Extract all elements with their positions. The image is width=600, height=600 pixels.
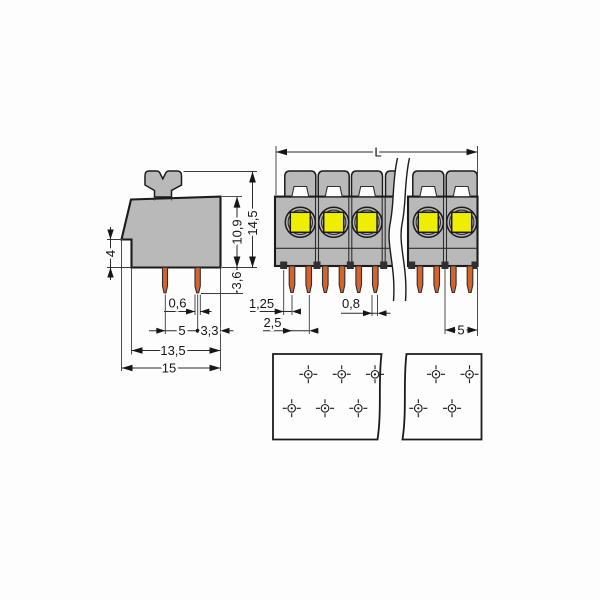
drill-hole-marker — [460, 365, 479, 384]
dim-label-total-height: 14,5 — [245, 210, 260, 235]
lever-slot — [154, 197, 172, 201]
lever-cutout — [357, 185, 377, 198]
push-button[interactable] — [322, 211, 345, 234]
front-view-dimensions: L 1,25 2,5 0,8 5 — [246, 142, 478, 340]
push-button[interactable] — [417, 211, 440, 234]
push-button[interactable] — [356, 211, 378, 234]
break-band — [389, 158, 410, 301]
lever — [350, 170, 384, 198]
drill-hole-marker — [427, 365, 445, 384]
lever-cutout — [419, 185, 438, 198]
lever-cutout — [291, 185, 310, 198]
drill-hole-marker — [332, 365, 351, 384]
pin — [433, 265, 441, 294]
lever — [412, 170, 445, 198]
drill-hole-marker — [409, 399, 428, 418]
dim-label-step-height: 4 — [103, 250, 118, 257]
pin — [449, 265, 457, 294]
clamp-port — [412, 206, 445, 239]
push-button[interactable] — [289, 211, 312, 234]
pin — [194, 266, 201, 294]
lever-cutouts — [291, 185, 471, 198]
clamp-ports — [284, 206, 478, 239]
pin — [355, 265, 363, 294]
pin — [161, 266, 169, 294]
dim-label-pin-width-side: 0,6 — [168, 296, 186, 311]
front-pins — [288, 265, 474, 294]
side-lever — [144, 170, 183, 198]
clamp-port — [284, 206, 317, 239]
levers — [284, 170, 478, 198]
clamp-port — [445, 206, 478, 239]
dim-label-pole-pitch: 5 — [457, 323, 464, 338]
dim-label-pin-spacing: 5 — [178, 323, 185, 338]
drill-plate-right — [401, 353, 483, 441]
drilling-plan — [272, 353, 483, 441]
dim-label-pin-to-edge: 3,3 — [200, 323, 218, 338]
side-view-dimensions: 4 10,9 14,5 3,6 0,6 5 3,3 13,5 — [101, 171, 263, 378]
drill-hole-marker — [349, 399, 368, 418]
pin — [288, 265, 296, 294]
drill-hole-marker — [299, 365, 318, 384]
dim-label-pin-offset: 1,25 — [249, 296, 274, 311]
dim-label-pin-width-front: 0,8 — [342, 296, 360, 311]
drill-hole-marker — [443, 399, 461, 418]
pin — [371, 265, 379, 294]
drill-hole-marker — [366, 365, 384, 384]
lever — [284, 170, 317, 198]
front-view — [273, 157, 479, 302]
break-line — [400, 157, 411, 302]
dim-label-body-height: 10,9 — [230, 219, 245, 244]
dim-label-pin-pitch: 2,5 — [263, 315, 281, 330]
dim-label-total-depth: 15 — [162, 361, 176, 376]
side-view — [120, 170, 222, 294]
pin — [466, 265, 474, 294]
dim-label-body-depth: 13,5 — [160, 343, 185, 358]
drill-hole-marker — [282, 399, 301, 418]
pin — [321, 265, 329, 294]
lever — [317, 170, 350, 198]
lever-cutout — [324, 185, 343, 198]
dim-label-pin-length: 3,6 — [229, 271, 244, 289]
drill-hole-marker — [316, 399, 334, 418]
clamp-port — [317, 206, 350, 239]
pin — [416, 265, 424, 294]
clamp-port — [351, 206, 383, 239]
pole-dividers — [275, 197, 477, 265]
push-button[interactable] — [450, 211, 473, 234]
side-body — [120, 195, 222, 269]
pin — [338, 265, 346, 294]
bottom-notches — [280, 261, 478, 269]
drill-plate-left — [272, 353, 383, 441]
dimension-dot — [195, 328, 200, 333]
pin — [305, 265, 313, 294]
dim-label-total-length: L — [374, 145, 381, 160]
lever-cutout — [452, 185, 471, 198]
break-line — [388, 157, 399, 302]
drill-holes — [282, 365, 479, 418]
